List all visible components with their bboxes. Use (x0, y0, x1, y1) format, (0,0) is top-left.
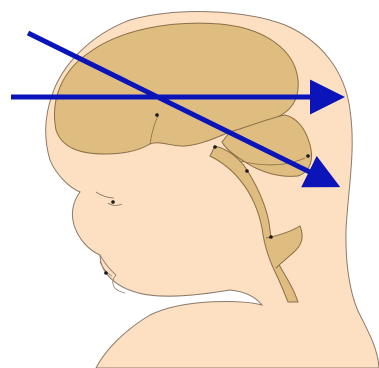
landmark-brainstem-mid (245, 169, 249, 173)
landmark-brainstem-low (269, 235, 273, 239)
landmark-center (155, 113, 159, 117)
landmark-cerebellum (306, 154, 310, 158)
landmark-brainstem-top (213, 145, 217, 149)
landmark-eye (111, 200, 115, 204)
landmark-mouth (104, 271, 108, 275)
